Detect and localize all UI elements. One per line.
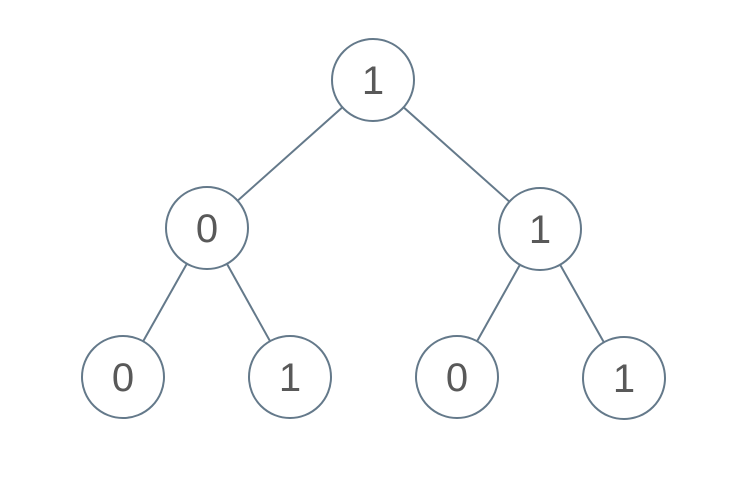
tree-node-root: 1 (331, 38, 415, 122)
tree-node-label: 1 (361, 59, 385, 103)
tree-node-label: 0 (195, 207, 219, 251)
tree-node-left-left: 0 (81, 335, 165, 419)
tree-node-label: 1 (528, 208, 552, 252)
tree-node-right-left: 0 (415, 335, 499, 419)
tree-node-label: 1 (278, 356, 302, 400)
tree-node-left: 0 (165, 186, 249, 270)
tree-node-left-right: 1 (248, 335, 332, 419)
tree-node-label: 0 (111, 356, 135, 400)
tree-node-right: 1 (498, 187, 582, 271)
tree-node-label: 0 (445, 356, 469, 400)
tree-node-right-right: 1 (582, 336, 666, 420)
tree-node-label: 1 (612, 357, 636, 401)
